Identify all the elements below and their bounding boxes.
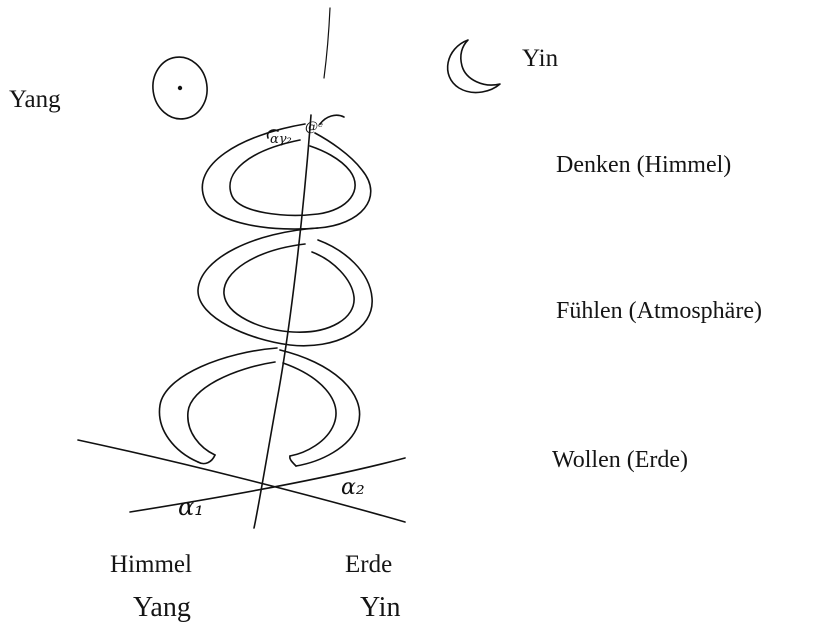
wollen-label: Wollen (Erde) <box>552 448 688 472</box>
helix-ribbon <box>159 115 372 466</box>
yang-top-label: Yang <box>9 87 61 112</box>
erde-label: Erde <box>345 552 392 577</box>
central-axis <box>254 115 311 528</box>
scribble-mark-left: ɑγ₂ <box>270 132 292 147</box>
sun-icon <box>149 54 211 123</box>
yang-bottom-label: Yang <box>133 594 191 622</box>
scribble-mark-right: @ᵉ <box>305 120 323 135</box>
yin-bottom-label: Yin <box>360 594 400 622</box>
top-stroke <box>324 8 330 78</box>
alpha-2-label: α₂ <box>341 475 365 500</box>
denken-label: Denken (Himmel) <box>556 153 731 177</box>
fuehlen-label: Fühlen (Atmosphäre) <box>556 299 762 323</box>
yin-top-label: Yin <box>522 46 558 71</box>
crescent-moon-icon <box>448 40 500 93</box>
himmel-label: Himmel <box>110 552 192 577</box>
alpha-1-label: α₁ <box>178 493 204 521</box>
